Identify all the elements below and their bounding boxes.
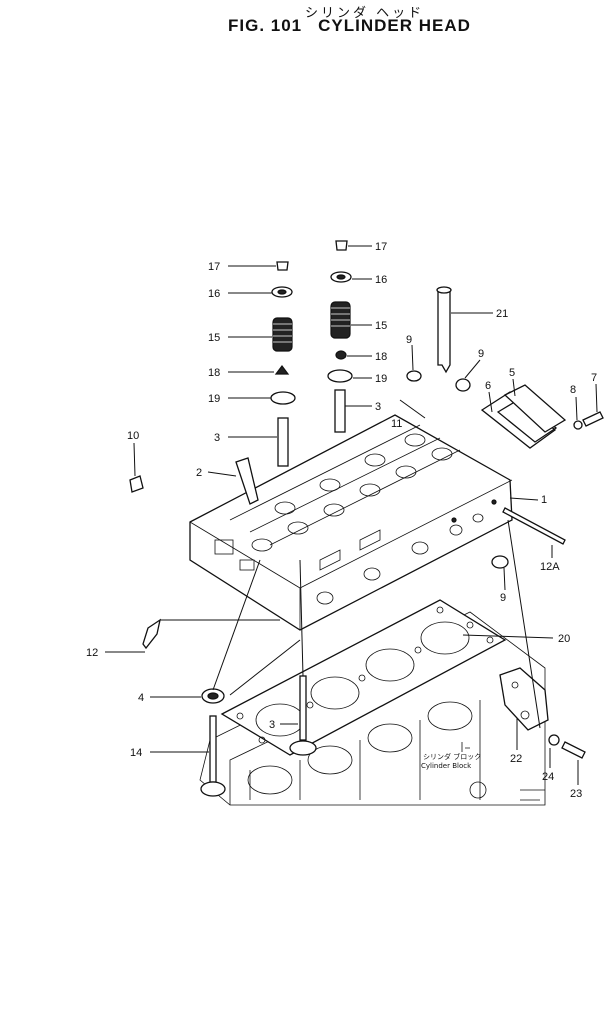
end-plate xyxy=(499,667,549,731)
callout-5: 5 xyxy=(509,367,515,379)
left-valve-stack xyxy=(235,261,296,505)
callout-labels: 17 16 15 18 19 3 10 2 17 16 15 18 19 3 1… xyxy=(86,241,597,800)
figure-title: FIG. 101 CYLINDER HEAD xyxy=(228,16,487,36)
callout-21: 21 xyxy=(496,308,508,320)
callout-3-right: 3 xyxy=(375,401,381,413)
callout-1: 1 xyxy=(541,494,547,506)
callout-12a: 12A xyxy=(540,561,560,573)
callout-6: 6 xyxy=(485,380,491,392)
callout-9-bottom: 9 xyxy=(500,592,506,604)
callout-18-right: 18 xyxy=(375,351,387,363)
callout-7: 7 xyxy=(591,372,597,384)
callout-2: 2 xyxy=(196,467,202,479)
callout-19-left: 19 xyxy=(208,393,220,405)
callout-3-bottom: 3 xyxy=(269,719,275,731)
figure-number: FIG. 101 xyxy=(228,16,303,35)
callout-23: 23 xyxy=(570,788,582,800)
callout-4: 4 xyxy=(138,692,144,704)
callout-15-right: 15 xyxy=(375,320,387,332)
callout-17-left: 17 xyxy=(208,261,220,273)
callout-10: 10 xyxy=(127,430,139,442)
callout-12: 12 xyxy=(86,647,98,659)
right-side-parts xyxy=(129,286,604,797)
callout-17-right: 17 xyxy=(375,241,387,253)
cylinder-block-label-en: Cylinder Block xyxy=(421,762,472,770)
callout-9-top-right: 9 xyxy=(478,348,484,360)
callout-14: 14 xyxy=(130,747,142,759)
cylinder-block-label-jp: シリンダ ブロック xyxy=(423,752,481,761)
callout-22: 22 xyxy=(510,753,522,765)
figure-name: CYLINDER HEAD xyxy=(318,16,471,35)
callout-9-top-left: 9 xyxy=(406,334,412,346)
cylinder-block xyxy=(199,611,546,806)
callout-24: 24 xyxy=(542,771,554,783)
right-valve-stack xyxy=(327,240,353,433)
callout-11: 11 xyxy=(391,418,402,430)
head-gasket xyxy=(220,599,507,756)
callout-18-left: 18 xyxy=(208,367,220,379)
callout-16-left: 16 xyxy=(208,288,220,300)
callout-15-left: 15 xyxy=(208,332,220,344)
callout-20: 20 xyxy=(558,633,570,645)
callout-8: 8 xyxy=(570,384,576,396)
callout-3-left: 3 xyxy=(214,432,220,444)
leader-lines xyxy=(105,245,598,785)
callout-19-right: 19 xyxy=(375,373,387,385)
callout-16-right: 16 xyxy=(375,274,387,286)
cylinder-head xyxy=(189,414,513,631)
japanese-title: シリンダ ヘッド xyxy=(305,6,425,21)
